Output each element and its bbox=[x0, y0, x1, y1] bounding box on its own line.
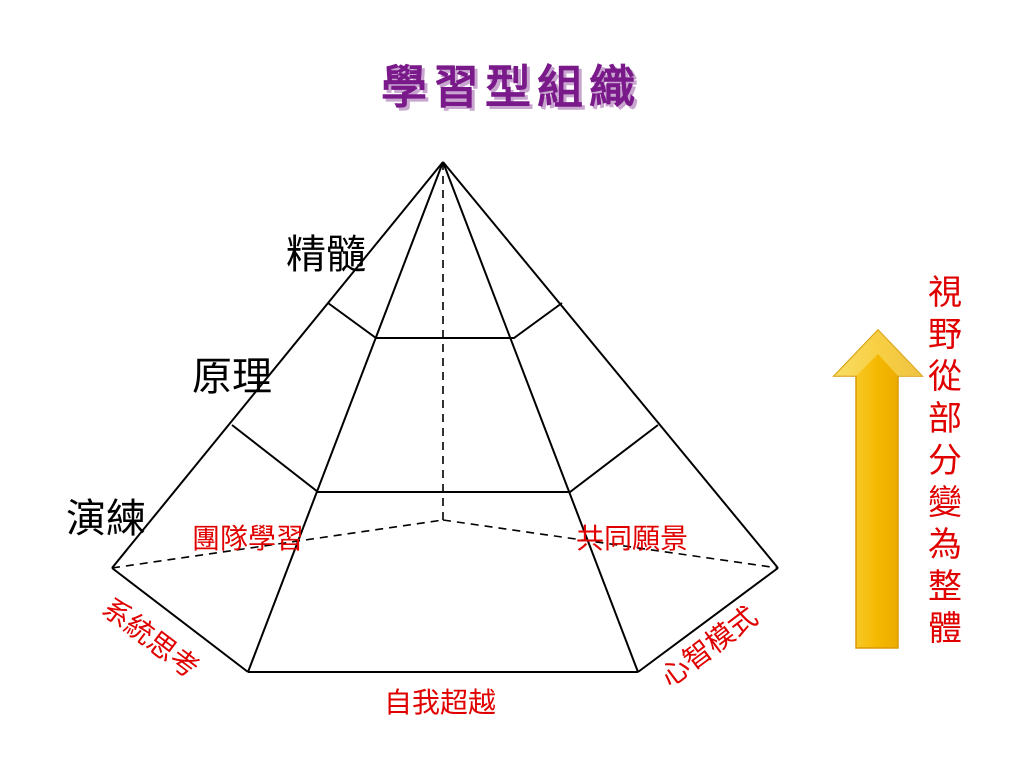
side-note-char: 野 bbox=[928, 315, 962, 355]
pyramid-hidden-base-right bbox=[442, 519, 779, 569]
side-note-char: 視 bbox=[928, 273, 962, 313]
pyramid-base-right bbox=[637, 567, 779, 673]
discipline-shared-vision: 共同願景 bbox=[576, 522, 688, 555]
pyramid-edge-front-right bbox=[442, 161, 639, 673]
pyramid-edge-right bbox=[442, 161, 779, 569]
level-label-principles: 原理 bbox=[192, 354, 272, 400]
up-arrow-icon bbox=[832, 328, 924, 649]
discipline-team-learning: 團隊學習 bbox=[192, 522, 304, 555]
page-title-shadow: 學習型組織 bbox=[384, 63, 644, 117]
pyramid-edge-front-left bbox=[247, 161, 444, 673]
side-note-char: 為 bbox=[928, 525, 962, 565]
pyramid-base-left bbox=[111, 567, 249, 673]
side-note-char: 分 bbox=[928, 441, 962, 481]
pyramid-edge-left bbox=[111, 161, 444, 569]
discipline-personal-mastery: 自我超越 bbox=[384, 686, 496, 719]
side-note-char: 部 bbox=[928, 399, 962, 439]
page-title-group: 學習型組織 學習型組織 bbox=[381, 60, 644, 117]
page-title: 學習型組織 bbox=[381, 60, 641, 114]
pyramid-diagram bbox=[111, 161, 779, 673]
discipline-systems-thinking: 系統思考 bbox=[96, 591, 205, 685]
level-label-practices: 演練 bbox=[66, 496, 146, 542]
level-label-essence: 精髓 bbox=[286, 232, 366, 278]
pyramid-ring-lower bbox=[231, 424, 659, 493]
side-note-char: 變 bbox=[928, 483, 962, 523]
side-note-char: 從 bbox=[928, 357, 962, 397]
pyramid-ring-upper bbox=[327, 302, 563, 339]
side-note-char: 整 bbox=[928, 567, 962, 607]
side-note-char: 體 bbox=[928, 609, 962, 649]
side-note-vertical: 視 野 從 部 分 變 為 整 體 bbox=[928, 273, 962, 649]
